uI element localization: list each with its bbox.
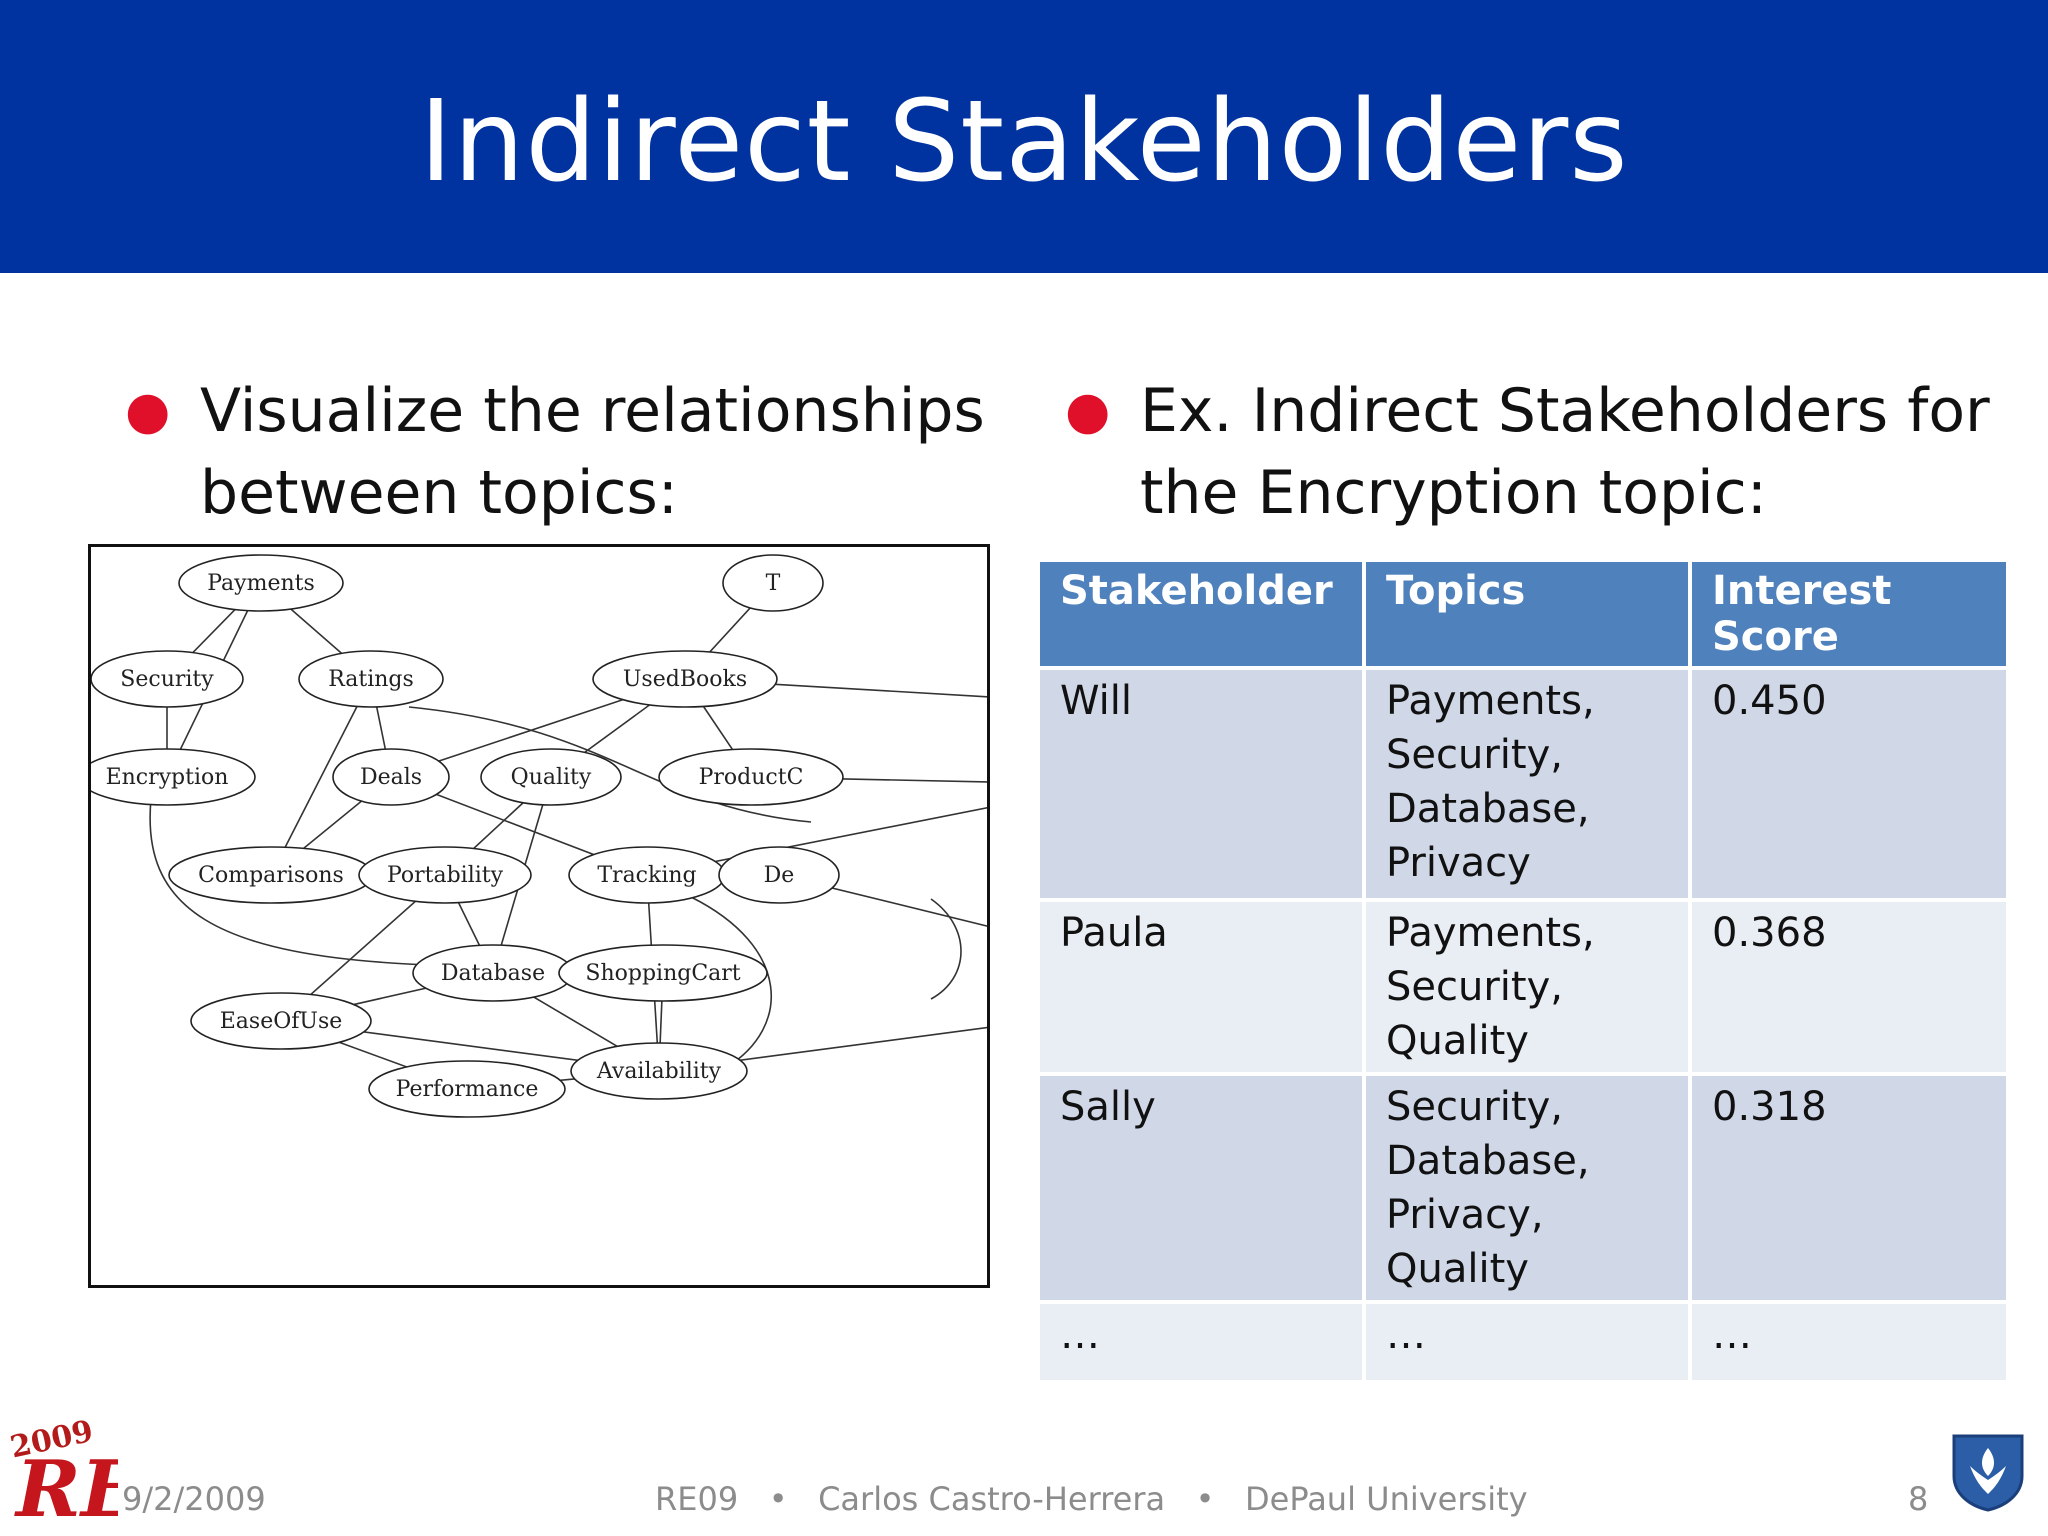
graph-node-security — [91, 650, 244, 708]
right-bullet: ● Ex. Indirect Stakeholders for the Encr… — [1065, 370, 2020, 534]
bullet-dot-icon: ● — [1065, 381, 1111, 441]
graph-node-usedbooks — [592, 650, 778, 708]
cell-topics: … — [1366, 1304, 1688, 1380]
graph-node-easeofuse — [190, 992, 372, 1050]
graph-node-t — [722, 554, 824, 612]
title-bar: Indirect Stakeholders — [0, 0, 2048, 273]
topic-line: Security, — [1386, 1084, 1563, 1130]
topic-line: Database, — [1386, 1138, 1590, 1184]
depaul-logo-icon — [1950, 1432, 2026, 1516]
topic-line: … — [1386, 1312, 1426, 1358]
graph-node-shoppingcart — [558, 944, 768, 1002]
graph-edge-curve — [149, 798, 432, 966]
graph-node-label: Database — [441, 961, 545, 986]
right-bullet-text: Ex. Indirect Stakeholders for the Encryp… — [1140, 376, 1990, 528]
graph-node-label: Tracking — [597, 863, 696, 888]
topic-line: Security, — [1386, 964, 1563, 1010]
graph-node-label: Comparisons — [198, 863, 344, 888]
graph-node-ratings — [298, 650, 444, 708]
graph-node-encryption — [91, 748, 256, 806]
graph-node-label: UsedBooks — [623, 667, 747, 692]
cell-interest-score: … — [1692, 1304, 2006, 1380]
table-row: Sally Security, Database, Privacy, Quality 0… — [1040, 1076, 2006, 1300]
table-row: … … … — [1040, 1304, 2006, 1380]
graph-node-label: EaseOfUse — [220, 1009, 343, 1034]
cell-interest-score: 0.368 — [1692, 902, 2006, 1072]
graph-node-de — [718, 846, 840, 904]
topic-line: Security, — [1386, 732, 1563, 778]
graph-edge-curve — [690, 896, 772, 1068]
graph-edge-curve — [408, 706, 812, 823]
topic-line: Payments, — [1386, 678, 1595, 724]
graph-node-label: T — [766, 571, 781, 596]
cell-interest-score: 0.450 — [1692, 670, 2006, 898]
cell-topics: Payments, Security, Database, Privacy — [1366, 670, 1688, 898]
left-bullet: ● Visualize the relationships between to… — [125, 370, 1000, 534]
graph-node-label: Payments — [207, 571, 315, 596]
cell-interest-score: 0.318 — [1692, 1076, 2006, 1300]
topic-line: Privacy — [1386, 840, 1531, 886]
cell-topics: Security, Database, Privacy, Quality — [1366, 1076, 1688, 1300]
topic-line: Privacy, Quality — [1386, 1192, 1544, 1292]
graph-node-label: De — [764, 863, 795, 888]
graph-node-productc — [658, 748, 844, 806]
slide-title: Indirect Stakeholders — [419, 76, 1629, 207]
table-row: Paula Payments, Security, Quality 0.368 — [1040, 902, 2006, 1072]
graph-node-label: Deals — [360, 765, 422, 790]
footer-page-number: 8 — [1908, 1480, 1929, 1518]
graph-node-label: Quality — [511, 765, 592, 790]
graph-node-label: Performance — [396, 1077, 539, 1102]
topic-line: Database, — [1386, 786, 1590, 832]
graph-node-label: ProductC — [699, 765, 804, 790]
graph-node-label: Encryption — [106, 765, 229, 790]
re09-logo: 2009 RE — [7, 1410, 142, 1535]
left-bullet-text: Visualize the relationships between topi… — [200, 376, 985, 528]
topic-line: Quality — [1386, 1018, 1529, 1064]
header-topics: Topics — [1366, 562, 1688, 666]
graph-node-deals — [332, 748, 450, 806]
footer-center: RE09 • Carlos Castro-Herrera • DePaul Un… — [655, 1480, 1528, 1518]
graph-node-label: Security — [120, 667, 214, 692]
bullet-dot-icon: ● — [125, 381, 171, 441]
cell-topics: Payments, Security, Quality — [1366, 902, 1688, 1072]
table-header-row: Stakeholder Topics Interest Score — [1040, 562, 2006, 666]
svg-text:RE: RE — [14, 1444, 118, 1522]
footer-date: 9/2/2009 — [122, 1480, 266, 1518]
cell-stakeholder: Will — [1040, 670, 1362, 898]
cell-stakeholder: Sally — [1040, 1076, 1362, 1300]
topic-line: Payments, — [1386, 910, 1595, 956]
graph-node-quality — [480, 748, 622, 806]
graph-node-performance — [368, 1060, 566, 1118]
graph-edge — [270, 678, 372, 876]
cell-stakeholder: Paula — [1040, 902, 1362, 1072]
graph-node-label: Availability — [596, 1059, 722, 1084]
table-row: Will Payments, Security, Database, Privacy 0.… — [1040, 670, 2006, 898]
graph-node-label: Ratings — [328, 667, 414, 692]
header-stakeholder: Stakeholder — [1040, 562, 1362, 666]
graph-node-portability — [358, 846, 532, 904]
graph-node-label: Portability — [387, 863, 504, 888]
graph-node-payments — [178, 554, 344, 612]
graph-node-label: ShoppingCart — [585, 961, 740, 986]
graph-node-availability — [570, 1042, 748, 1100]
graph-edge-curve — [930, 898, 962, 1000]
cell-stakeholder: … — [1040, 1304, 1362, 1380]
header-interest-score: Interest Score — [1692, 562, 2006, 666]
